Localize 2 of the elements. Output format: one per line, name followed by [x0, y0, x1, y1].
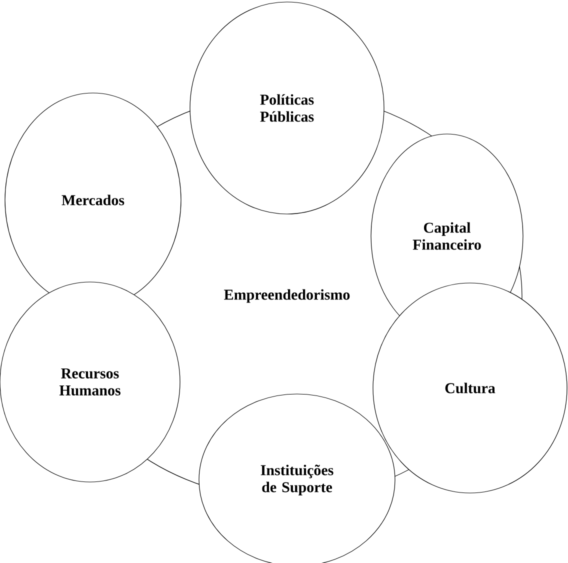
- node-label: Instituições de Suporte: [260, 464, 334, 496]
- node-label: Cultura: [445, 382, 496, 394]
